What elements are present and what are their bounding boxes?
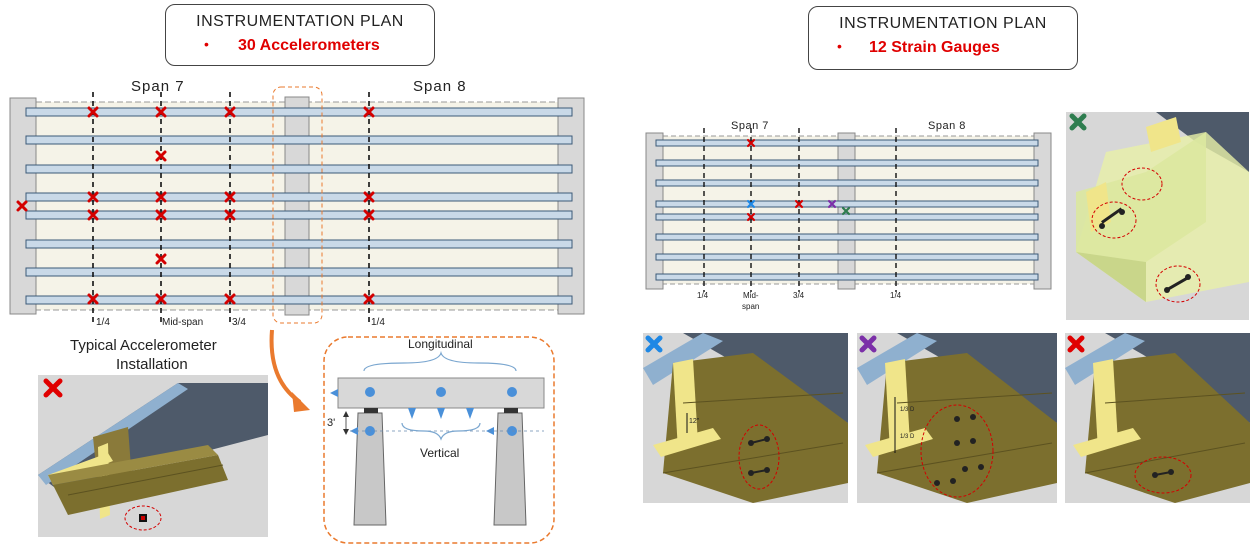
- pier-cap: [284, 96, 310, 316]
- strain-gauge-count-label: 12 Strain Gauges: [869, 39, 1000, 56]
- installation-caption-line2: Installation: [116, 356, 188, 373]
- accelerometer-plan-heading: INSTRUMENTATION PLAN: [196, 13, 404, 30]
- span-7-label: Span 7: [731, 120, 769, 132]
- mid-span-label: Mid-span: [162, 317, 204, 328]
- pier-diaphragm-gauge-detail: [1066, 112, 1249, 320]
- bullet-icon: •: [204, 36, 209, 52]
- quarter-span-label: 1/4: [697, 291, 709, 300]
- bullet-icon: •: [837, 38, 842, 54]
- strain-gauge-markers: [746, 138, 851, 222]
- installation-caption-line1: Typical Accelerometer: [70, 337, 217, 354]
- three-quarter-span-label: 3/4: [793, 291, 805, 300]
- longitudinal-label: Longitudinal: [408, 337, 473, 351]
- accelerometer-plan-title-box: INSTRUMENTATION PLAN • 30 Accelerometers: [165, 4, 435, 66]
- abutment-left: [645, 132, 664, 290]
- strain-gauge-plan-title-box: INSTRUMENTATION PLAN • 12 Strain Gauges: [808, 6, 1078, 70]
- accelerometer-installation-render: [38, 375, 268, 537]
- mid-span-label-line1: Mid-: [743, 291, 759, 300]
- pier-offset-gauge-detail: [857, 333, 1057, 503]
- span-8-label: Span 8: [413, 78, 467, 95]
- accelerometer-markers: [16, 106, 375, 305]
- span-7-label: Span 7: [131, 78, 185, 95]
- girders: [25, 107, 573, 305]
- three-quarter-span-label: 3/4: [232, 317, 246, 328]
- offset-dimension-label: 3': [327, 417, 336, 429]
- span-8-quarter-label: 1/4: [890, 291, 902, 300]
- web-offset-dimension: 12": [689, 418, 700, 425]
- pier-section-view: [323, 336, 555, 544]
- marker-blue-badge-icon: [645, 335, 663, 353]
- strain-gauge-plan-heading: INSTRUMENTATION PLAN: [839, 15, 1047, 32]
- section-lines: [92, 92, 370, 326]
- abutment-right: [557, 97, 585, 315]
- quarter-span-gauge-detail: [643, 333, 848, 503]
- span-8-quarter-label: 1/4: [371, 317, 385, 328]
- accelerometer-count-label: 30 Accelerometers: [238, 37, 380, 54]
- depth-third-dimension-lower: 1/3 D: [900, 434, 915, 440]
- span-8-label: Span 8: [928, 120, 966, 132]
- marker-red-badge-icon: [43, 378, 63, 398]
- marker-red-badge-icon: [1067, 335, 1085, 353]
- marker-purple-badge-icon: [859, 335, 877, 353]
- marker-green-badge-icon: [1069, 113, 1087, 131]
- section-lines: [703, 128, 897, 292]
- girders: [655, 139, 1039, 281]
- mid-span-label-line2: span: [742, 302, 760, 311]
- depth-third-dimension-upper: 1/3 D: [900, 407, 915, 413]
- vertical-label: Vertical: [420, 446, 460, 460]
- pier-callout-outline: [272, 86, 323, 324]
- quarter-span-label: 1/4: [96, 317, 110, 328]
- abutment-right: [1033, 132, 1052, 290]
- bottom-flange-gauge-detail: [1065, 333, 1250, 503]
